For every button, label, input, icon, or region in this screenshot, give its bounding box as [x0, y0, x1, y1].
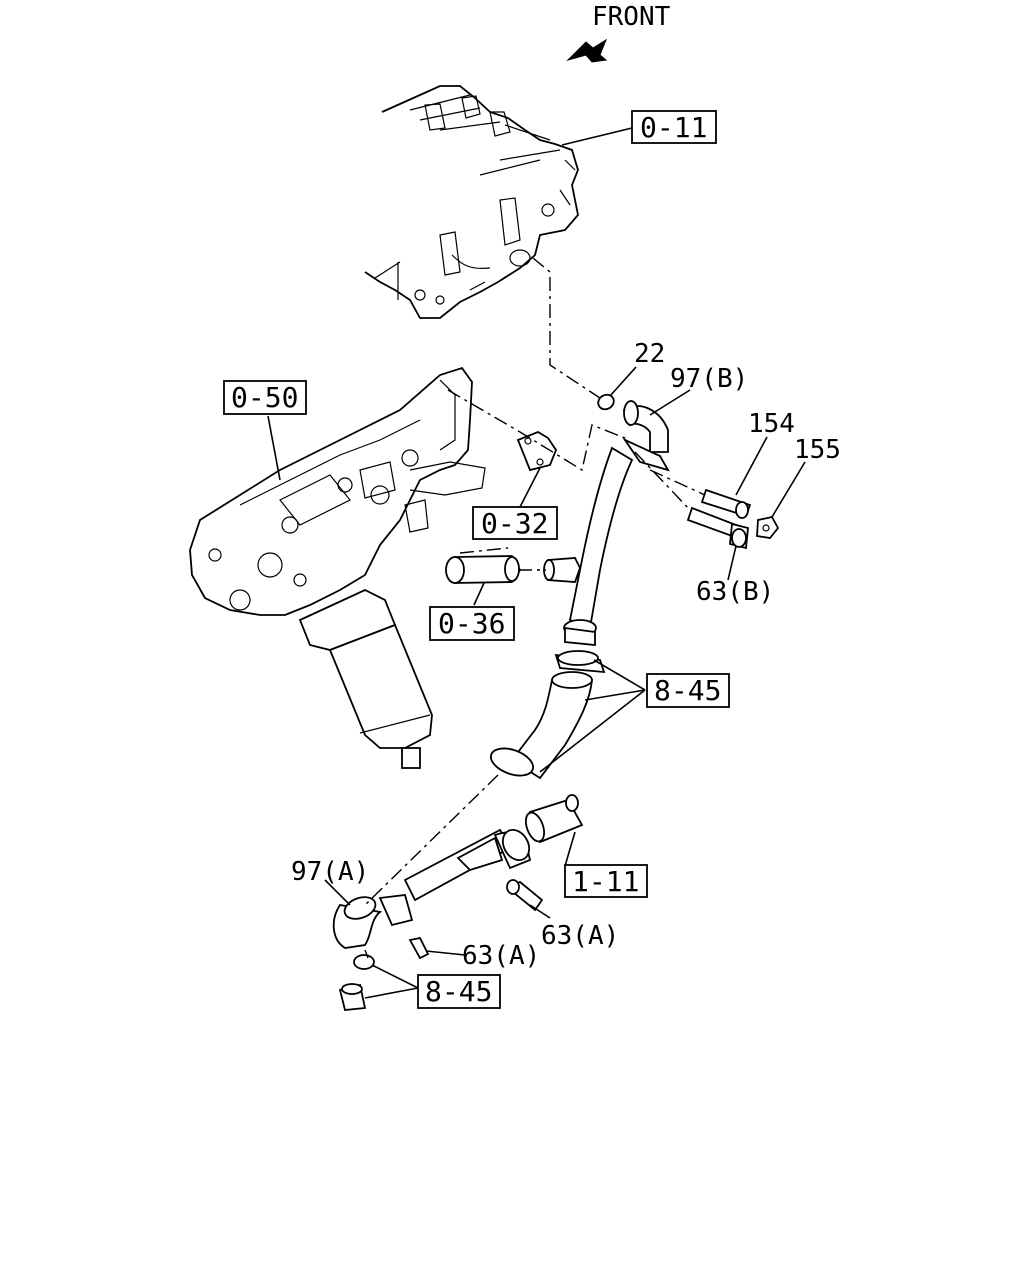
small-parts-drawing: [408, 430, 780, 960]
part-label-155: 155: [794, 435, 841, 465]
ref-box-8-45-upper[interactable]: 8-45: [646, 673, 730, 708]
ref-label-8-45-lower: 8-45: [425, 975, 492, 1008]
part-label-22: 22: [634, 339, 665, 369]
part-label-154: 154: [748, 409, 795, 439]
ref-label-1-11: 1-11: [572, 865, 639, 898]
oil-cooler-assembly-drawing: [189, 366, 486, 769]
cylinder-block-drawing: [364, 85, 579, 319]
ref-label-0-32: 0-32: [481, 507, 548, 540]
front-label: FRONT: [592, 2, 671, 32]
part-label-97a: 97(A): [291, 857, 369, 887]
part-label-63b: 63(B): [696, 577, 774, 607]
ref-box-0-50[interactable]: 0-50: [223, 380, 307, 415]
ref-box-1-11[interactable]: 1-11: [564, 864, 648, 898]
part-label-63a-right: 63(A): [541, 921, 619, 951]
ref-label-0-36: 0-36: [438, 607, 505, 640]
connector-lines: [364, 257, 706, 959]
leader-lines: [267, 127, 806, 999]
front-arrow-icon: [566, 38, 608, 63]
part-label-97b: 97(B): [670, 364, 748, 394]
ref-box-0-11[interactable]: 0-11: [631, 110, 717, 144]
ref-box-0-36[interactable]: 0-36: [429, 606, 515, 641]
ref-box-8-45-lower[interactable]: 8-45: [417, 974, 501, 1009]
ref-box-0-32[interactable]: 0-32: [472, 506, 558, 540]
ref-label-0-50: 0-50: [231, 381, 298, 414]
ref-label-8-45-upper: 8-45: [654, 674, 721, 707]
ref-label-0-11: 0-11: [640, 111, 707, 144]
water-pipe-upper-drawing: [332, 393, 670, 1011]
part-label-63a-left: 63(A): [462, 941, 540, 971]
